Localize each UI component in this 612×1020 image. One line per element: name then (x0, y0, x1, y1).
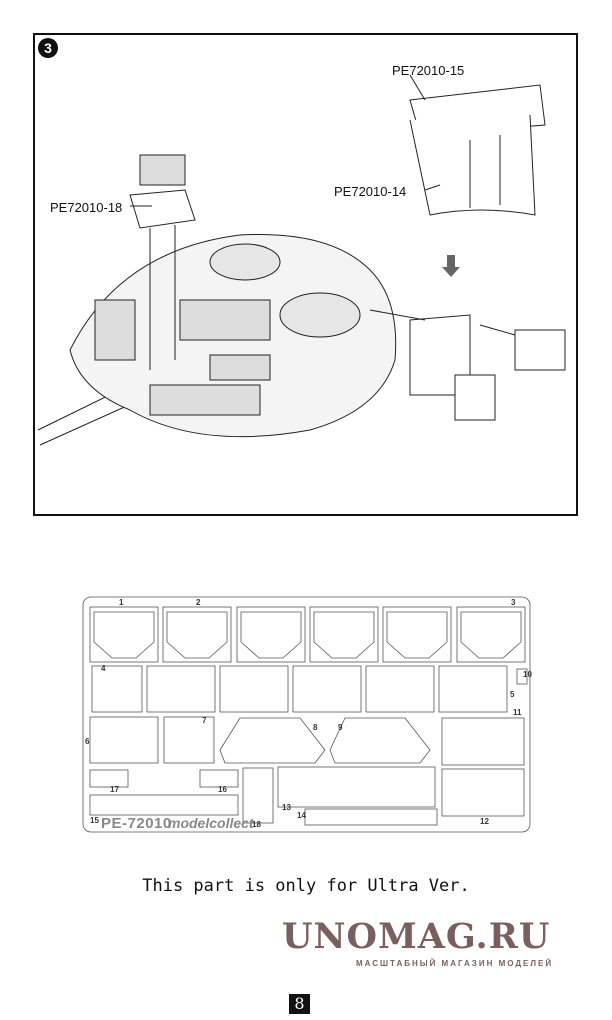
part-label: 17 (110, 785, 119, 794)
part-label: 8 (313, 723, 318, 732)
fret-brand-logo: modelcollect (168, 815, 254, 831)
part-label: 7 (202, 716, 207, 725)
part-label: 13 (282, 803, 291, 812)
part-label: 11 (513, 708, 522, 717)
part-label: 3 (511, 598, 516, 607)
part-label: 12 (480, 817, 489, 826)
part-label: 15 (90, 816, 99, 825)
photo-etch-fret (82, 596, 531, 833)
part-label: 2 (196, 598, 201, 607)
fret-plate-outline (386, 611, 448, 659)
step-number-badge: 3 (38, 38, 58, 58)
part-label: 16 (218, 785, 227, 794)
part-label: 10 (523, 670, 532, 679)
fret-plate (89, 606, 159, 663)
arrow-down-icon (442, 255, 460, 277)
fret-code: PE-72010 (101, 815, 172, 832)
part-label: 18 (252, 820, 261, 829)
assembly-diagram-frame (33, 33, 578, 516)
fret-plate-outline (460, 611, 522, 659)
part-label: 5 (510, 690, 515, 699)
part-label: 4 (101, 664, 106, 673)
fret-plate (162, 606, 232, 663)
fret-plate (309, 606, 379, 663)
watermark-logo: UNOMAG.RU (282, 916, 551, 957)
fret-plate-outline (93, 611, 155, 659)
callout-pe72010-14: PE72010-14 (334, 184, 407, 199)
watermark-subtitle: МАСШТАБНЫЙ МАГАЗИН МОДЕЛЕЙ (356, 959, 554, 968)
fret-plate (382, 606, 452, 663)
fret-plate-outline (166, 611, 228, 659)
callout-pe72010-15: PE72010-15 (392, 63, 465, 78)
callout-pe72010-18: PE72010-18 (50, 200, 123, 215)
fret-plate-outline (313, 611, 375, 659)
page-number: 8 (289, 994, 310, 1014)
part-label: 1 (119, 598, 124, 607)
ultra-version-note: This part is only for Ultra Ver. (142, 876, 470, 896)
fret-plate-outline (240, 611, 302, 659)
fret-plate (236, 606, 306, 663)
part-label: 14 (297, 811, 306, 820)
part-label: 6 (85, 737, 90, 746)
part-label: 9 (338, 723, 343, 732)
fret-plate (456, 606, 526, 663)
